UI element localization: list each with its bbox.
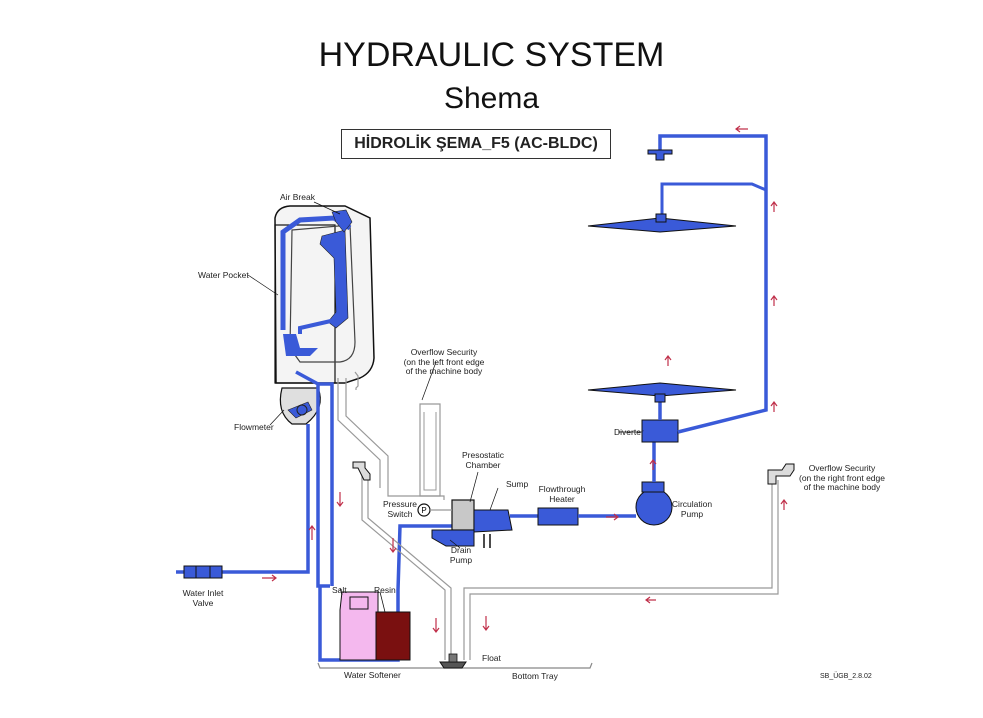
doc-code: SB_ÜGB_2.8.02 [820, 673, 872, 680]
arrow [432, 618, 440, 633]
arrow [336, 492, 344, 507]
overflow-left-pipe [361, 472, 446, 660]
label-water-inlet-line1: Water Inlet [182, 588, 224, 598]
arrow [389, 538, 397, 553]
arrow [482, 616, 490, 631]
arrow [664, 355, 672, 366]
top-spray-nozzle [647, 149, 673, 161]
water-pocket-outline [274, 224, 336, 384]
arrow [606, 513, 619, 521]
pressure-switch-symbol: P [421, 506, 426, 515]
arrow [770, 201, 778, 212]
arrow [735, 125, 748, 133]
label-water-pocket: Water Pocket [198, 270, 249, 280]
label-bottom-tray: Bottom Tray [512, 671, 558, 681]
label-drain-pump-line1: Drain [450, 545, 472, 555]
water-inlet-valve [183, 565, 223, 579]
label-circulation-pump: Circulation Pump [666, 499, 718, 519]
overflow-left-icon [352, 461, 371, 481]
salt-cap [349, 596, 369, 610]
lower-spray-arm [587, 382, 737, 397]
drain-pump [431, 529, 475, 547]
overflow-tube-left [354, 371, 359, 390]
overflow-right-icon [767, 463, 795, 485]
inlet-pipe [176, 424, 310, 574]
presostatic-chamber [451, 499, 475, 531]
air-break-cap [331, 209, 353, 233]
pocket-drop-pipe [318, 382, 334, 586]
grey-loop [419, 403, 441, 497]
diverter-to-upper-pipe [658, 134, 768, 434]
label-water-inlet-line2: Valve [192, 597, 214, 608]
label-sump: Sump [506, 479, 529, 489]
label-presostatic-line1: Presostatic [461, 450, 505, 460]
float [439, 661, 467, 669]
leader-lines [247, 201, 642, 549]
arrow [780, 499, 788, 510]
label-flowthrough-heater: Flowthrough Heater [532, 484, 592, 504]
diverter [641, 419, 679, 443]
label-circulation-line1: Circulation [671, 499, 713, 509]
overflow-drain-line [337, 378, 381, 488]
label-water-inlet-valve: Water Inlet Valve [178, 588, 228, 608]
sump [473, 509, 513, 533]
schema-label: HİDROLİK ŞEMA_F5 (AC-BLDC) [341, 129, 611, 159]
water-pocket-blue-lower [283, 334, 318, 356]
label-overflow-right-line1: Overflow Security [808, 463, 876, 473]
label-diverter: Diverter [614, 427, 644, 437]
arrow [645, 596, 656, 604]
label-air-break: Air Break [280, 192, 315, 202]
label-drain-pump-line2: Pump [449, 554, 473, 565]
label-overflow-left-line1: Overflow Security [410, 347, 478, 357]
label-water-softener: Water Softener [344, 670, 401, 680]
arrow [308, 525, 316, 540]
label-overflow-left: Overflow Security (on the left front edg… [392, 347, 496, 377]
arrow [649, 459, 657, 470]
label-pressure-switch: Pressure Switch [380, 499, 420, 519]
flow-arrows [262, 125, 788, 633]
label-overflow-right: Overflow Security (on the right front ed… [790, 463, 894, 493]
label-overflow-left-line2: (on the left front edge [403, 356, 485, 367]
label-salt: Salt [332, 585, 347, 595]
arrow [262, 574, 277, 582]
page-title: HYDRAULIC SYSTEM [318, 36, 665, 74]
label-overflow-right-line3: of the machine body [803, 482, 881, 492]
presostat-tube [387, 486, 445, 500]
upper-spray-arm [587, 217, 737, 233]
label-overflow-right-line2: (on the right front edge [798, 472, 885, 483]
label-resin: Resin [374, 585, 396, 595]
resin-container [375, 611, 411, 661]
arrow [770, 295, 778, 306]
label-float: Float [482, 653, 501, 663]
water-pocket [274, 205, 375, 384]
upper-arm-feed-pipe [660, 182, 767, 216]
water-pocket-inner-chamber [289, 224, 356, 363]
label-flowthrough-line1: Flowthrough [538, 484, 586, 494]
label-pressure-switch-line2: Switch [387, 508, 413, 519]
label-presostatic-chamber: Presostatic Chamber [456, 450, 510, 470]
pocket-to-softener-pipe [295, 370, 330, 588]
page-subtitle: Shema [443, 82, 540, 115]
label-circulation-line2: Pump [680, 508, 704, 519]
label-drain-pump: Drain Pump [446, 545, 476, 565]
label-overflow-left-line3: of the machine body [405, 366, 483, 376]
overflow-right-pipe [469, 480, 779, 660]
label-presostatic-line2: Chamber [465, 459, 501, 470]
label-flowthrough-line2: Heater [549, 493, 575, 504]
flowthrough-heater [537, 507, 579, 526]
label-pressure-switch-line1: Pressure [382, 499, 417, 509]
label-flowmeter: Flowmeter [234, 422, 274, 432]
arrow [770, 401, 778, 412]
